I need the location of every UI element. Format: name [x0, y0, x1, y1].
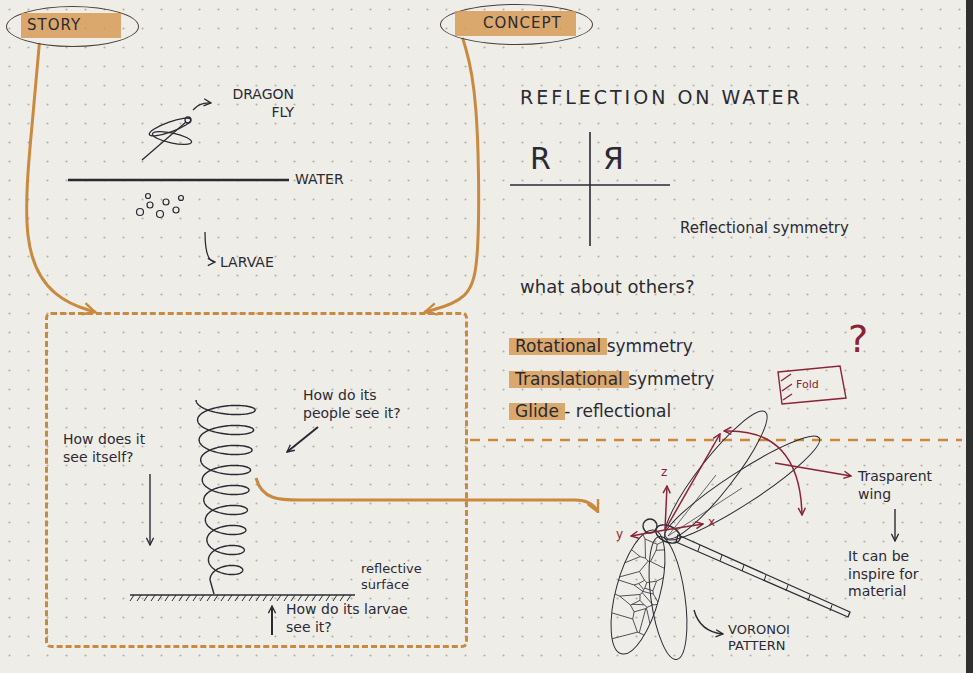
mirror-letter: R	[530, 140, 551, 178]
section-heading: STORY	[21, 13, 121, 38]
coil-figure	[196, 400, 255, 594]
dragonfly-drawing	[600, 401, 850, 661]
voronoi-wing-veins	[560, 500, 720, 673]
highlighter-mark	[509, 371, 629, 388]
highlighter-mark	[509, 403, 565, 420]
section-heading: CONCEPT	[455, 11, 576, 36]
note-arrow	[894, 509, 895, 541]
water-line	[68, 179, 289, 182]
symmetry-type: Glide - reflectional	[515, 401, 671, 422]
mirror-axis	[589, 132, 591, 246]
question-note: How does it see itself?	[63, 431, 158, 466]
link-arrow	[256, 478, 598, 512]
question-note: How do its people see it?	[303, 387, 415, 422]
symmetry-type: Rotational symmetry	[515, 336, 693, 357]
page-edge-shadow	[966, 0, 973, 673]
symmetry-type: Translational symmetry	[515, 369, 714, 390]
figure-label: DRAGON FLY	[214, 86, 294, 121]
question-note: reflective surface	[361, 561, 447, 594]
view-arrow	[287, 427, 318, 452]
axis-label: x	[708, 515, 715, 530]
concept-question: what about others?	[520, 276, 694, 299]
pointer-arrow	[205, 232, 215, 262]
view-arrow	[271, 606, 273, 635]
larvae-eggs	[137, 194, 184, 218]
flow-connector	[27, 44, 95, 312]
fold-label: Fold	[796, 378, 819, 392]
question-note: How do its larvae see it?	[286, 601, 436, 636]
perspective-region: How does it see itself? How do its people…	[45, 312, 468, 648]
note-arrow	[694, 610, 723, 634]
surface-hatching	[130, 595, 351, 601]
pointer-arrow	[193, 103, 211, 110]
concept-heading-oval: CONCEPT	[440, 4, 593, 45]
axis-label: z	[661, 465, 667, 480]
story-heading-oval: STORY	[6, 6, 139, 47]
figure-label: LARVAE	[220, 254, 274, 272]
small-dragonfly	[142, 115, 193, 160]
mirror-letter: Я	[603, 140, 624, 178]
annotation: VORONOI PATTERN	[728, 622, 816, 655]
axis-arrows	[631, 486, 703, 536]
highlighter-mark	[509, 338, 607, 355]
fold-sketch	[778, 366, 846, 404]
annotation: It can be inspire for material	[848, 548, 956, 601]
figure-label: WATER	[295, 171, 344, 189]
view-arrow	[149, 474, 150, 545]
annotation: Trasparent wing	[858, 468, 950, 503]
reflective-surface-line	[130, 594, 355, 596]
wing-fold-arrows	[665, 431, 851, 530]
flow-connector	[425, 39, 479, 312]
question-mark: ?	[848, 316, 868, 364]
concept-note: Reflectional symmetry	[680, 219, 849, 238]
concept-title: REFLECTION ON WATER	[520, 86, 803, 110]
axis-label: y	[616, 527, 623, 542]
